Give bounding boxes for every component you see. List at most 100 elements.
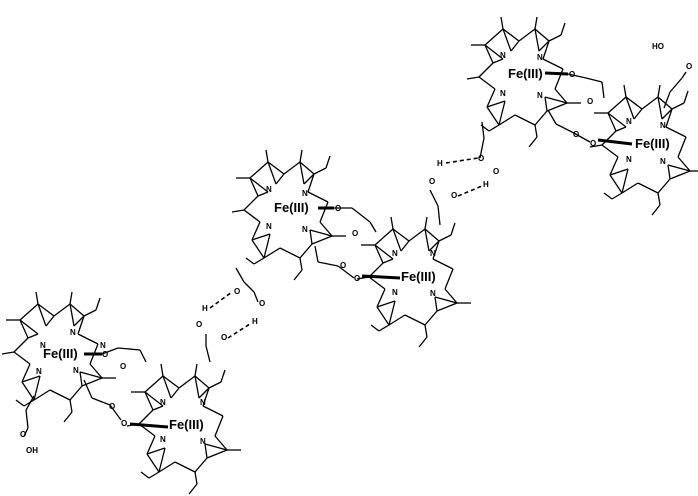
pyrrole-bond — [152, 405, 164, 411]
porphyrin-bond — [174, 461, 196, 473]
substituent-bond — [466, 76, 480, 80]
porphyrin-bond — [19, 303, 39, 321]
propionate-bond — [205, 345, 211, 363]
hydrogen-bond — [457, 185, 483, 197]
porphyrin-bond — [665, 126, 687, 138]
fe-o-bond — [544, 71, 569, 76]
pyrrole-bond — [309, 229, 313, 245]
vinyl-bond — [23, 399, 35, 407]
n-label: N — [266, 185, 272, 194]
porphyrin-bond — [484, 28, 504, 46]
pyrrole-bond — [609, 168, 629, 176]
porphyrin-bond — [263, 247, 281, 259]
porphyrin-bond — [432, 240, 440, 260]
porphyrin-bond — [657, 178, 671, 194]
vinyl-bond — [378, 324, 390, 332]
vinyl-bond — [245, 257, 255, 265]
pyrrole-bond — [37, 303, 47, 327]
n-label: N — [500, 51, 506, 60]
pyrrole-bond — [144, 391, 164, 407]
substituent-bond — [500, 16, 504, 30]
pyrrole-bond — [492, 58, 504, 64]
propionate-bond — [481, 121, 485, 139]
pyrrole-bond — [204, 443, 208, 459]
h-label: H — [202, 304, 208, 313]
porphyrin-bond — [444, 288, 458, 304]
substituent-bond — [265, 149, 269, 163]
pyrrole-bond — [146, 447, 166, 455]
n-label: N — [392, 288, 398, 297]
porphyrin-bond — [77, 315, 85, 335]
vinyl-bond — [370, 324, 380, 332]
pyrrole-bond — [249, 177, 269, 193]
porphyrin-bond — [77, 333, 99, 345]
porphyrin-bond — [81, 377, 103, 387]
pyrrole-bond — [27, 333, 39, 339]
pyrrole-bond — [251, 233, 271, 241]
pyrrole-bond — [267, 161, 277, 185]
pyrrole-bond — [19, 319, 39, 335]
pyrrole-bond — [607, 112, 627, 128]
porphyrin-bond — [376, 306, 390, 326]
porphyrin-bond — [498, 114, 516, 126]
porphyrin-bond — [249, 161, 269, 179]
vinyl-bond — [63, 411, 73, 423]
ho-label: HO — [652, 42, 664, 51]
pyrrole-bond — [263, 233, 271, 259]
o-label: O — [429, 177, 435, 186]
pyrrole-bond — [615, 126, 627, 132]
o-label: O — [121, 419, 127, 428]
vinyl-bond — [299, 257, 303, 271]
pyrrole-bond — [194, 375, 200, 399]
n-label: N — [500, 89, 506, 98]
substituent-bond — [623, 84, 627, 98]
pyrrole-bond — [158, 447, 166, 473]
vinyl-bond — [325, 155, 331, 169]
porphyrin-bond — [444, 268, 454, 290]
acid-bond — [23, 427, 29, 437]
h-label: H — [483, 180, 489, 189]
pyrrole-bond — [79, 371, 83, 387]
porphyrin-bond — [374, 244, 384, 264]
porphyrin-bond — [49, 389, 71, 401]
porphyrin-bond — [677, 136, 687, 158]
substituent-bond — [534, 16, 538, 30]
propionate-bond — [83, 379, 93, 399]
porphyrin-bond — [37, 303, 55, 317]
n-label: N — [660, 157, 666, 166]
porphyrin-bond — [194, 457, 208, 473]
propionate-bond — [351, 207, 371, 223]
pyrrole-bond — [484, 44, 504, 60]
pyrrole-bond — [661, 108, 673, 120]
pyrrole-bond — [162, 375, 172, 399]
vinyl-bond — [148, 471, 160, 479]
vinyl-bond — [140, 471, 150, 479]
pyrrole-bond — [434, 296, 438, 312]
propionate-bond — [429, 189, 439, 207]
pyrrole-bond — [434, 296, 458, 304]
porphyrin-bond — [424, 310, 438, 326]
vinyl-bond — [548, 34, 562, 42]
porphyrin-bond — [432, 258, 454, 270]
pyrrole-bond — [400, 240, 410, 252]
porphyrin-bond — [162, 375, 180, 389]
porphyrin-bond — [202, 405, 224, 417]
porphyrin-bond — [657, 96, 673, 110]
porphyrin-bond — [158, 461, 176, 473]
pyrrole-bond — [376, 300, 396, 308]
porphyrin-bond — [601, 144, 619, 158]
vinyl-bond — [450, 222, 456, 236]
o-label: O — [590, 139, 596, 148]
porphyrin-bond — [214, 435, 228, 451]
o-label: O — [196, 320, 202, 329]
vinyl-bond — [560, 22, 566, 36]
hydrogen-bond — [227, 323, 251, 339]
porphyrin-bond — [21, 381, 35, 401]
n-label: N — [40, 341, 46, 350]
o-label: O — [120, 362, 126, 371]
pyrrole-bond — [544, 96, 548, 112]
porphyrin-bond — [484, 44, 494, 64]
porphyrin-bond — [424, 228, 440, 242]
o-label: O — [352, 229, 358, 238]
o-label: O — [335, 204, 341, 213]
